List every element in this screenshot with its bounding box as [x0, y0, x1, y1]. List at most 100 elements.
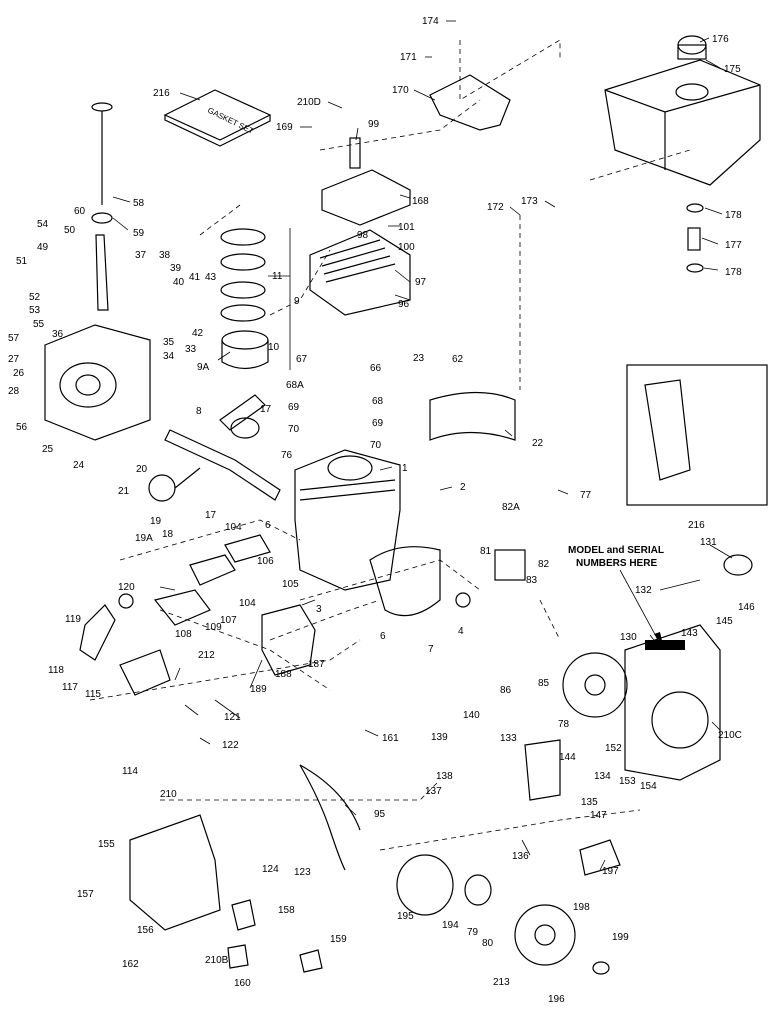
- part-label: 135: [581, 797, 598, 808]
- part-label: 138: [436, 771, 453, 782]
- part-label: 68: [372, 396, 384, 407]
- part-label: 173: [521, 196, 538, 207]
- part-label: 198: [573, 902, 590, 913]
- part-label: 104: [239, 598, 256, 609]
- part-label: 34: [163, 351, 175, 362]
- part-label: 101: [398, 222, 415, 233]
- part-label: 154: [640, 781, 657, 792]
- part-label: 197: [602, 866, 619, 877]
- shield: [129, 814, 221, 931]
- part-label: 95: [374, 809, 386, 820]
- part-label: 108: [175, 629, 192, 640]
- part-label: 69: [288, 402, 300, 413]
- part-label: 96: [398, 299, 410, 310]
- callout-line-1: MODEL and SERIAL: [568, 545, 664, 556]
- part-label: 19: [150, 516, 162, 527]
- part-label: 122: [222, 740, 239, 751]
- part-label: 118: [48, 665, 64, 676]
- blower-housing: [624, 624, 721, 781]
- part-label: 1: [402, 463, 408, 474]
- part-label: 51: [16, 256, 28, 267]
- part-label: 40: [173, 277, 185, 288]
- part-label: 213: [493, 977, 510, 988]
- part-label: 109: [205, 622, 222, 633]
- part-label: 55: [33, 319, 45, 330]
- part-label: 62: [452, 354, 464, 365]
- part-label: 212: [198, 650, 215, 661]
- part-label: 194: [442, 920, 459, 931]
- part-label: 189: [250, 684, 267, 695]
- part-label: 195: [397, 911, 414, 922]
- part-label: 26: [13, 368, 25, 379]
- part-label: 59: [133, 228, 145, 239]
- part-label: 41: [189, 272, 201, 283]
- crankcase-cover: [44, 324, 151, 441]
- assembly-lines: [89, 39, 691, 851]
- part-label: 155: [98, 839, 115, 850]
- part-label: 17: [205, 510, 217, 521]
- part-label: 54: [37, 219, 49, 230]
- part-label: 9: [294, 296, 300, 307]
- part-label: 70: [288, 424, 300, 435]
- model-serial-callout: MODEL and SERIAL NUMBERS HERE: [568, 545, 664, 645]
- part-label: 82: [538, 559, 550, 570]
- part-label: 105: [282, 579, 299, 590]
- part-label: 210: [160, 789, 177, 800]
- part-label: 21: [118, 486, 130, 497]
- part-label: 175: [724, 64, 741, 75]
- part-label: 11: [272, 271, 283, 282]
- part-label: 177: [725, 240, 742, 251]
- part-label: 174: [422, 16, 439, 27]
- part-label: 210D: [297, 97, 321, 108]
- part-label: 83: [526, 575, 538, 586]
- part-label: 130: [620, 632, 637, 643]
- part-label: 196: [548, 994, 565, 1005]
- part-label: 9A: [197, 362, 210, 373]
- part-label: 139: [431, 732, 448, 743]
- part-label: 69: [372, 418, 384, 429]
- part-label: 49: [37, 242, 49, 253]
- part-label: 99: [368, 119, 380, 130]
- part-label: 210C: [718, 730, 742, 741]
- parts: GASKET SET: [44, 35, 768, 975]
- part-label: 153: [619, 776, 636, 787]
- part-label: 38: [159, 250, 171, 261]
- part-label: 37: [135, 250, 147, 261]
- part-label: 147: [590, 810, 607, 821]
- fuel-tank: [604, 35, 761, 186]
- part-label: 82A: [502, 502, 520, 513]
- part-label: 79: [467, 927, 479, 938]
- part-label: 114: [122, 766, 138, 777]
- part-label: 78: [558, 719, 570, 730]
- part-label: 146: [738, 602, 755, 613]
- part-label: 70: [370, 440, 382, 451]
- part-label: 66: [370, 363, 382, 374]
- part-label: 58: [133, 198, 145, 209]
- part-label: 6: [380, 631, 386, 642]
- part-label: 157: [77, 889, 94, 900]
- part-label: 106: [257, 556, 274, 567]
- part-label: 107: [220, 615, 237, 626]
- gasket-set-box: GASKET SET: [163, 89, 272, 147]
- part-label: 3: [316, 604, 322, 615]
- part-label: 57: [8, 333, 20, 344]
- part-label: 176: [712, 34, 729, 45]
- part-label: 8: [196, 406, 202, 417]
- part-label: 158: [278, 905, 295, 916]
- part-label: 20: [136, 464, 148, 475]
- part-label: 210B: [205, 955, 229, 966]
- part-label: 28: [8, 386, 20, 397]
- part-label: 172: [487, 202, 504, 213]
- part-label: 2: [460, 482, 466, 493]
- part-label: 161: [382, 733, 399, 744]
- part-label: 199: [612, 932, 629, 943]
- part-label: 33: [185, 344, 197, 355]
- part-label: 140: [463, 710, 480, 721]
- part-label: 19A: [135, 533, 153, 544]
- part-label: 35: [163, 337, 175, 348]
- part-label: 56: [16, 422, 28, 433]
- part-label: 98: [357, 230, 369, 241]
- part-label: 24: [73, 460, 85, 471]
- part-label: 117: [62, 682, 78, 693]
